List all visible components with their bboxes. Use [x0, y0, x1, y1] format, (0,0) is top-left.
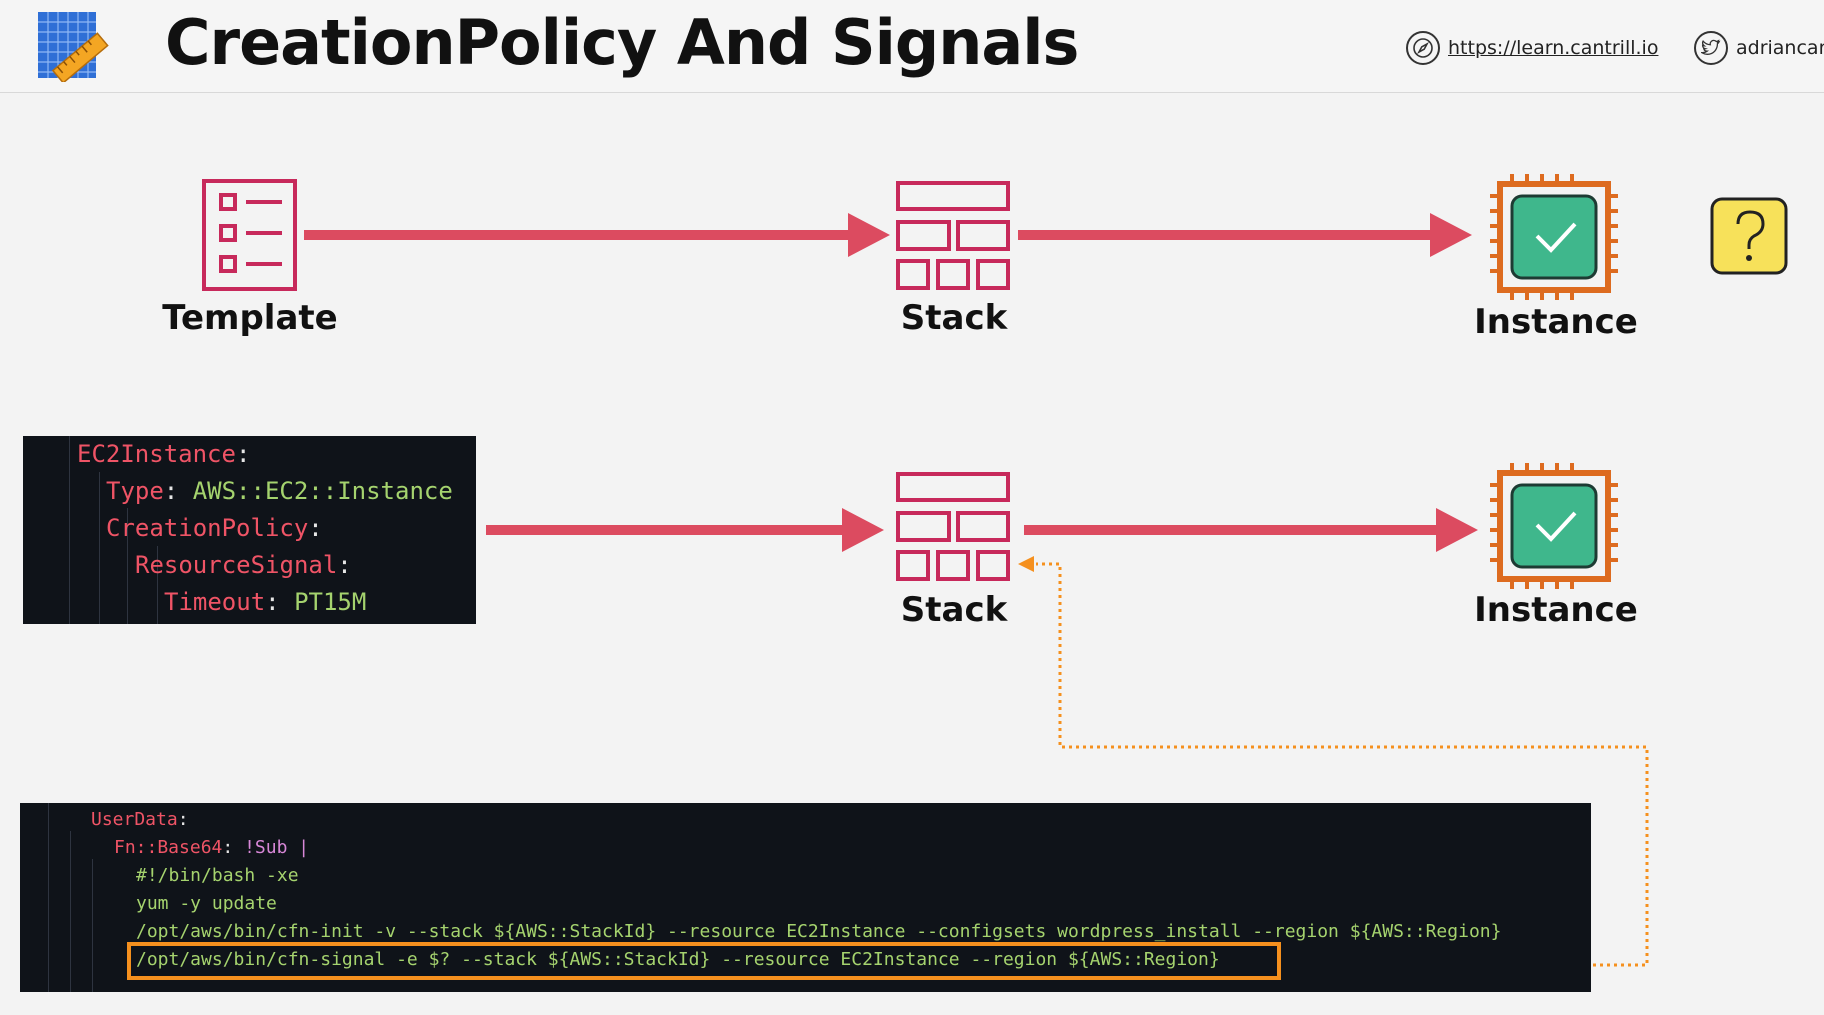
arrow-stack-to-instance-row1 — [1018, 213, 1472, 257]
stack-icon-row1 — [896, 181, 1010, 290]
website-link-text[interactable]: https://learn.cantrill.io — [1448, 37, 1659, 59]
twitter-handle[interactable]: adriancantrill — [1736, 37, 1824, 59]
code-line-fn-base64: Fn::Base64: !Sub | — [114, 837, 310, 858]
blueprint-ruler-logo-icon — [38, 12, 109, 82]
stack-icon-row2 — [896, 472, 1010, 581]
stack-label-row2: Stack — [900, 590, 1008, 630]
arrow-template-to-stack — [304, 213, 890, 257]
instance-label-row2: Instance — [1474, 590, 1638, 630]
cfn-signal-highlight-box — [127, 942, 1281, 980]
code-line-userdata: UserData: — [91, 809, 189, 830]
slide-header: CreationPolicy And Signals https://learn… — [0, 0, 1824, 93]
page-title: CreationPolicy And Signals — [165, 6, 1079, 79]
website-link[interactable]: https://learn.cantrill.io — [1406, 30, 1658, 66]
code-line-shebang: #!/bin/bash -xe — [136, 865, 299, 886]
instance-chip-icon-row1 — [1490, 174, 1618, 300]
creation-policy-code-block: EC2Instance: Type: AWS::EC2::Instance Cr… — [23, 436, 476, 624]
twitter-bird-icon — [1694, 31, 1728, 65]
template-icon — [202, 179, 297, 291]
code-line-creationpolicy: CreationPolicy: — [106, 514, 323, 542]
code-line-yum: yum -y update — [136, 893, 277, 914]
template-label: Template — [162, 298, 338, 338]
code-line-type: Type: AWS::EC2::Instance — [106, 477, 453, 505]
userdata-code-block: UserData: Fn::Base64: !Sub | #!/bin/bash… — [20, 803, 1591, 992]
question-mark-icon — [1710, 197, 1788, 275]
stack-label-row1: Stack — [900, 298, 1008, 338]
code-line-cfn-init: /opt/aws/bin/cfn-init -v --stack ${AWS::… — [136, 921, 1502, 942]
code-line-ec2instance: EC2Instance: — [77, 440, 251, 468]
instance-label-row1: Instance — [1474, 302, 1638, 342]
twitter-link[interactable]: adriancantrill — [1694, 30, 1824, 66]
code-line-resourcesignal: ResourceSignal: — [135, 551, 352, 579]
code-line-cfn-signal: /opt/aws/bin/cfn-signal -e $? --stack ${… — [136, 949, 1220, 970]
arrow-stack-to-instance-row2 — [1024, 508, 1478, 552]
code-line-timeout: Timeout: PT15M — [164, 588, 367, 616]
arrow-code-to-stack — [486, 508, 884, 552]
compass-icon — [1406, 31, 1440, 65]
instance-chip-icon-row2 — [1490, 463, 1618, 589]
